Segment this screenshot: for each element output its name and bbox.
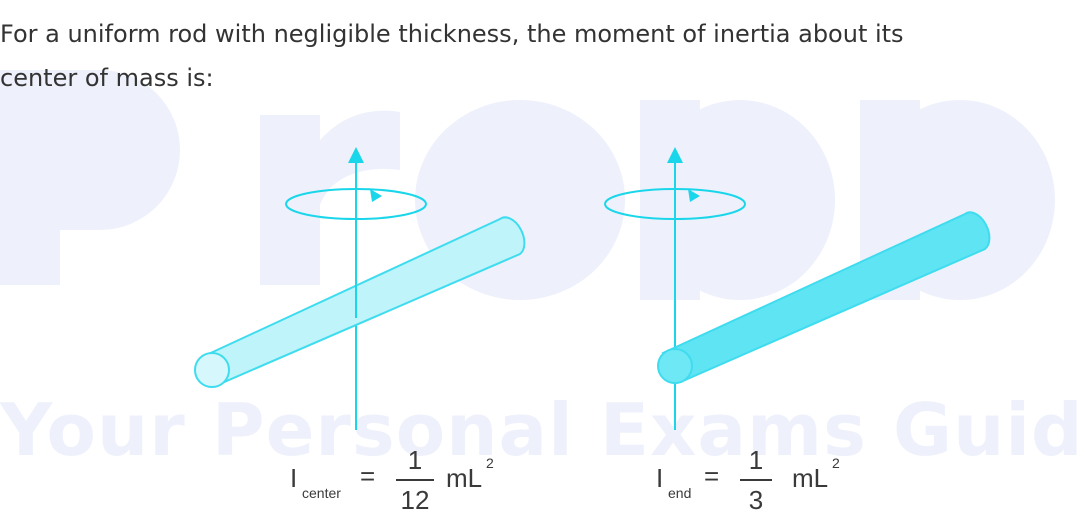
formula-center-mass-length: mL	[446, 463, 483, 493]
center-rotation-ellipse	[285, 188, 427, 220]
formula-end-subscript: end	[668, 485, 692, 501]
end-rotation-arrowhead	[688, 189, 700, 202]
formula-center: I center = 1 12 mL 2	[290, 445, 510, 531]
end-rotation-ellipse	[604, 188, 746, 220]
center-rod	[200, 216, 526, 385]
formula-end-mass-length: mL	[792, 463, 829, 493]
formula-center-fraction-bar	[396, 479, 434, 481]
formula-end-symbol: I	[656, 463, 664, 493]
formula-end-numerator: 1	[748, 445, 764, 475]
formula-end-equals: =	[704, 461, 720, 491]
formula-center-subscript: center	[302, 485, 341, 501]
formula-center-denominator: 12	[400, 485, 430, 515]
center-rotation-arrowhead	[370, 189, 382, 202]
end-rod	[661, 211, 991, 382]
formula-center-symbol: I	[290, 463, 298, 493]
formula-end-fraction-bar	[740, 479, 772, 481]
paragraph: For a uniform rod with negligible thickn…	[0, 12, 1080, 100]
center-axis-diagram	[194, 147, 526, 430]
formula-end: I end = 1 3 mL 2	[656, 445, 856, 531]
paragraph-line-1: For a uniform rod with negligible thickn…	[0, 20, 904, 48]
end-axis-diagram	[604, 147, 991, 430]
end-rod-end-cap	[657, 348, 693, 384]
formula-end-denominator: 3	[748, 485, 764, 515]
formula-end-exponent: 2	[832, 455, 840, 471]
paragraph-line-2: center of mass is:	[0, 64, 214, 92]
formula-center-equals: =	[360, 461, 376, 491]
center-rod-end-cap	[194, 352, 230, 388]
formula-center-exponent: 2	[486, 455, 494, 471]
formula-center-numerator: 1	[407, 445, 423, 475]
